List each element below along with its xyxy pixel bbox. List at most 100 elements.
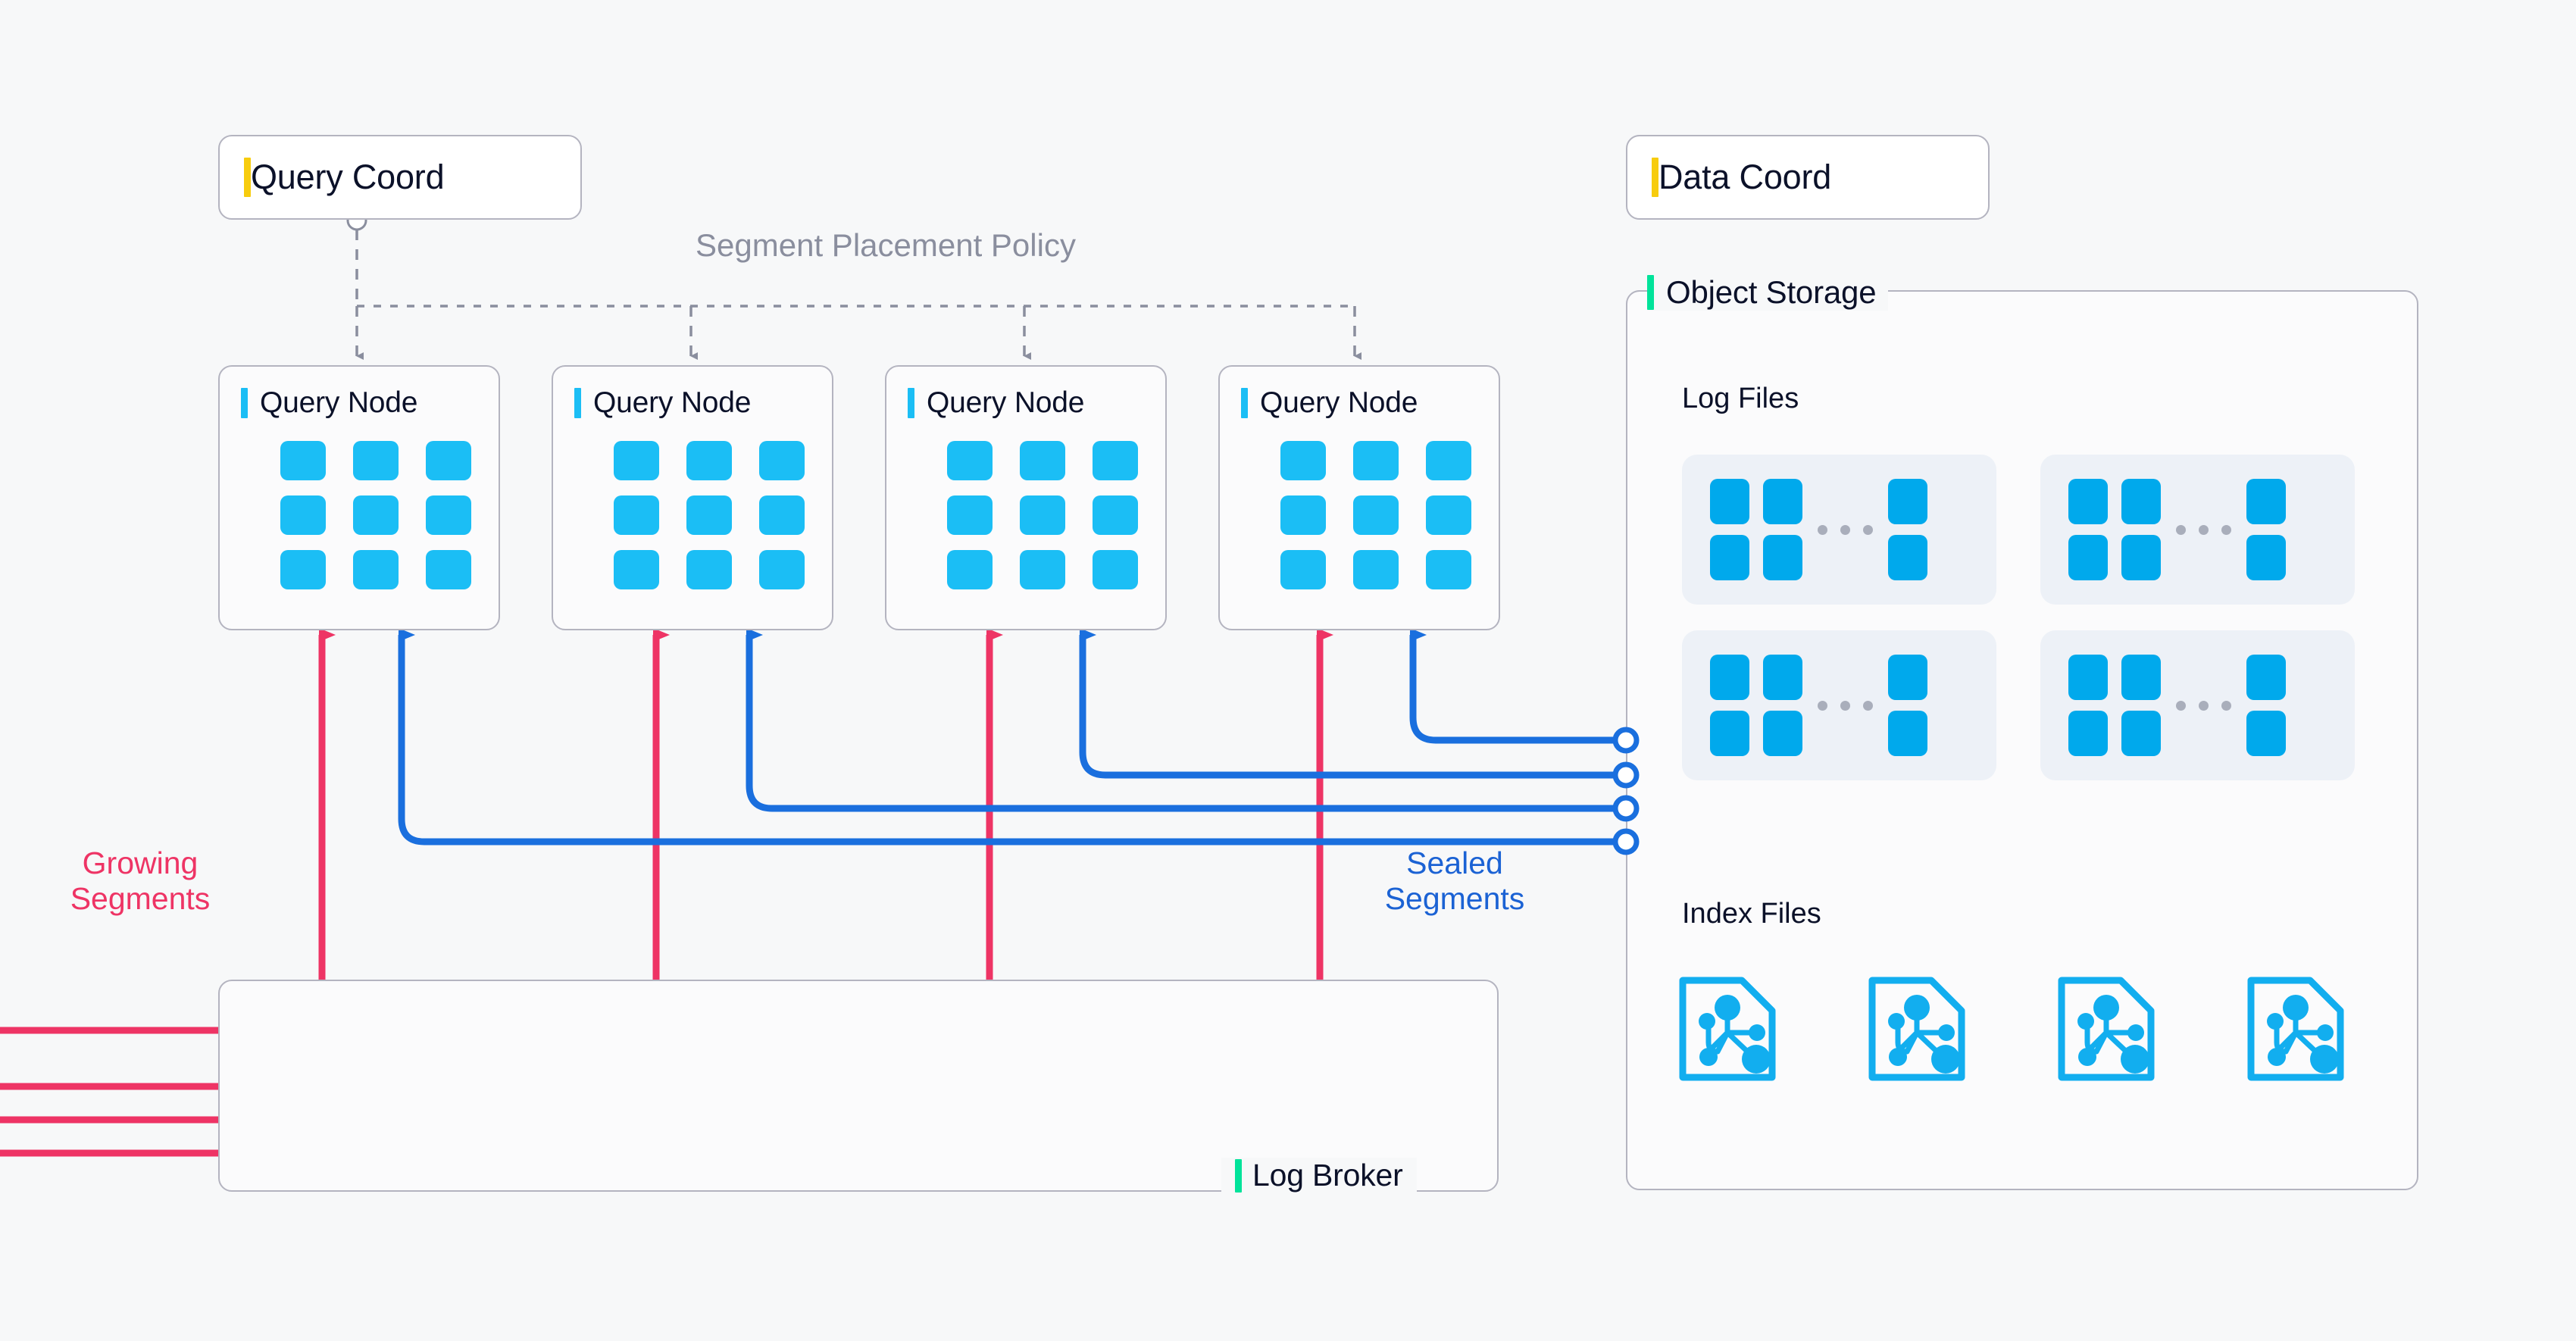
query-node-2[interactable]: Query Node	[552, 365, 833, 630]
query-node-1[interactable]: Query Node	[218, 365, 500, 630]
log-tile	[2068, 479, 2108, 524]
log-tile	[2246, 535, 2286, 580]
segment-tile	[280, 495, 326, 535]
query-node-title-row: Query Node	[1241, 386, 1499, 420]
data-coord-box[interactable]: Data Coord	[1626, 135, 1990, 220]
accent-bar-cyan	[574, 388, 581, 418]
segment-tile	[1426, 495, 1471, 535]
accent-bar-cyan	[241, 388, 248, 418]
log-tile	[2121, 655, 2161, 700]
log-tile	[1763, 711, 1802, 756]
ellipsis-dots-icon	[1818, 524, 1873, 535]
log-tile	[2246, 655, 2286, 700]
log-tile	[1763, 479, 1802, 524]
segment-tile	[686, 441, 732, 480]
log-file-card[interactable]	[1682, 630, 1996, 780]
log-tile	[2121, 535, 2161, 580]
segment-tile	[1280, 495, 1326, 535]
log-tile	[1710, 711, 1749, 756]
ellipsis-dots-icon	[1818, 700, 1873, 711]
segment-tile	[686, 495, 732, 535]
log-tile	[1710, 479, 1749, 524]
segment-tile	[353, 495, 399, 535]
segment-grid	[947, 441, 1165, 589]
index-file-icon	[2058, 977, 2155, 1081]
log-tile	[1888, 479, 1927, 524]
dot	[2199, 524, 2209, 535]
log-broker-label: Log Broker	[1252, 1158, 1403, 1193]
log-tile	[2121, 479, 2161, 524]
query-node-label: Query Node	[927, 386, 1085, 419]
query-node-label: Query Node	[1260, 386, 1418, 419]
log-file-card[interactable]	[1682, 455, 1996, 605]
log-file-card[interactable]	[2040, 455, 2355, 605]
segment-tile	[1353, 441, 1399, 480]
sealed-segments-label: Sealed Segments	[1384, 846, 1525, 917]
log-tile	[1888, 655, 1927, 700]
dot	[1818, 524, 1827, 535]
object-storage-title-row: Object Storage	[1647, 274, 1889, 311]
segment-tile	[1093, 495, 1138, 535]
query-node-label: Query Node	[260, 386, 418, 419]
segment-tile	[1280, 441, 1326, 480]
log-tile	[1888, 711, 1927, 756]
log-tile-pairs	[2068, 655, 2161, 756]
dot	[1818, 700, 1827, 711]
log-tile-tail	[2246, 655, 2286, 756]
query-coord-label: Query Coord	[251, 158, 445, 196]
log-tile	[1710, 535, 1749, 580]
log-tile-tail	[1888, 479, 1927, 580]
log-broker-title-row: Log Broker	[1221, 1158, 1417, 1193]
segment-tile	[1020, 495, 1065, 535]
log-tile-pairs	[1710, 479, 1802, 580]
segment-tile	[1353, 550, 1399, 589]
growing-segments-label: Growing Segments	[70, 846, 211, 917]
log-tile	[2068, 655, 2108, 700]
accent-bar-green	[1235, 1158, 1242, 1193]
index-files-heading: Index Files	[1682, 898, 1821, 930]
index-file-icon	[1868, 977, 1965, 1081]
object-storage-label: Object Storage	[1666, 274, 1877, 310]
segment-grid	[614, 441, 832, 589]
log-tile-tail	[2246, 479, 2286, 580]
query-node-title-row: Query Node	[908, 386, 1165, 420]
segment-tile	[353, 441, 399, 480]
segment-tile	[1093, 550, 1138, 589]
segment-tile	[1426, 550, 1471, 589]
segment-tile	[1020, 550, 1065, 589]
dot	[2199, 700, 2209, 711]
segment-tile	[759, 495, 805, 535]
accent-bar-yellow	[1652, 158, 1658, 197]
ellipsis-dots-icon	[2176, 700, 2231, 711]
accent-bar-cyan	[908, 388, 914, 418]
segment-tile	[614, 550, 659, 589]
segment-tile	[614, 441, 659, 480]
query-coord-box[interactable]: Query Coord	[218, 135, 582, 220]
log-file-card[interactable]	[2040, 630, 2355, 780]
query-node-4[interactable]: Query Node	[1218, 365, 1500, 630]
segment-grid	[1280, 441, 1499, 589]
log-tile	[2246, 479, 2286, 524]
log-tile	[1763, 535, 1802, 580]
accent-bar-cyan	[1241, 388, 1248, 418]
dot	[1863, 700, 1873, 711]
segment-tile	[614, 495, 659, 535]
dot	[2176, 524, 2186, 535]
segment-placement-policy-label: Segment Placement Policy	[696, 227, 1076, 263]
dot	[1840, 700, 1850, 711]
segment-tile	[759, 441, 805, 480]
log-tile-tail	[1888, 655, 1927, 756]
accent-bar-green	[1647, 275, 1654, 310]
ellipsis-dots-icon	[2176, 524, 2231, 535]
segment-tile	[1020, 441, 1065, 480]
dot	[1863, 524, 1873, 535]
log-tile	[2246, 711, 2286, 756]
log-tile	[2068, 711, 2108, 756]
segment-tile	[280, 550, 326, 589]
query-node-3[interactable]: Query Node	[885, 365, 1167, 630]
segment-tile	[353, 550, 399, 589]
segment-tile	[947, 550, 993, 589]
segment-tile	[947, 495, 993, 535]
index-file-icon	[1679, 977, 1776, 1081]
